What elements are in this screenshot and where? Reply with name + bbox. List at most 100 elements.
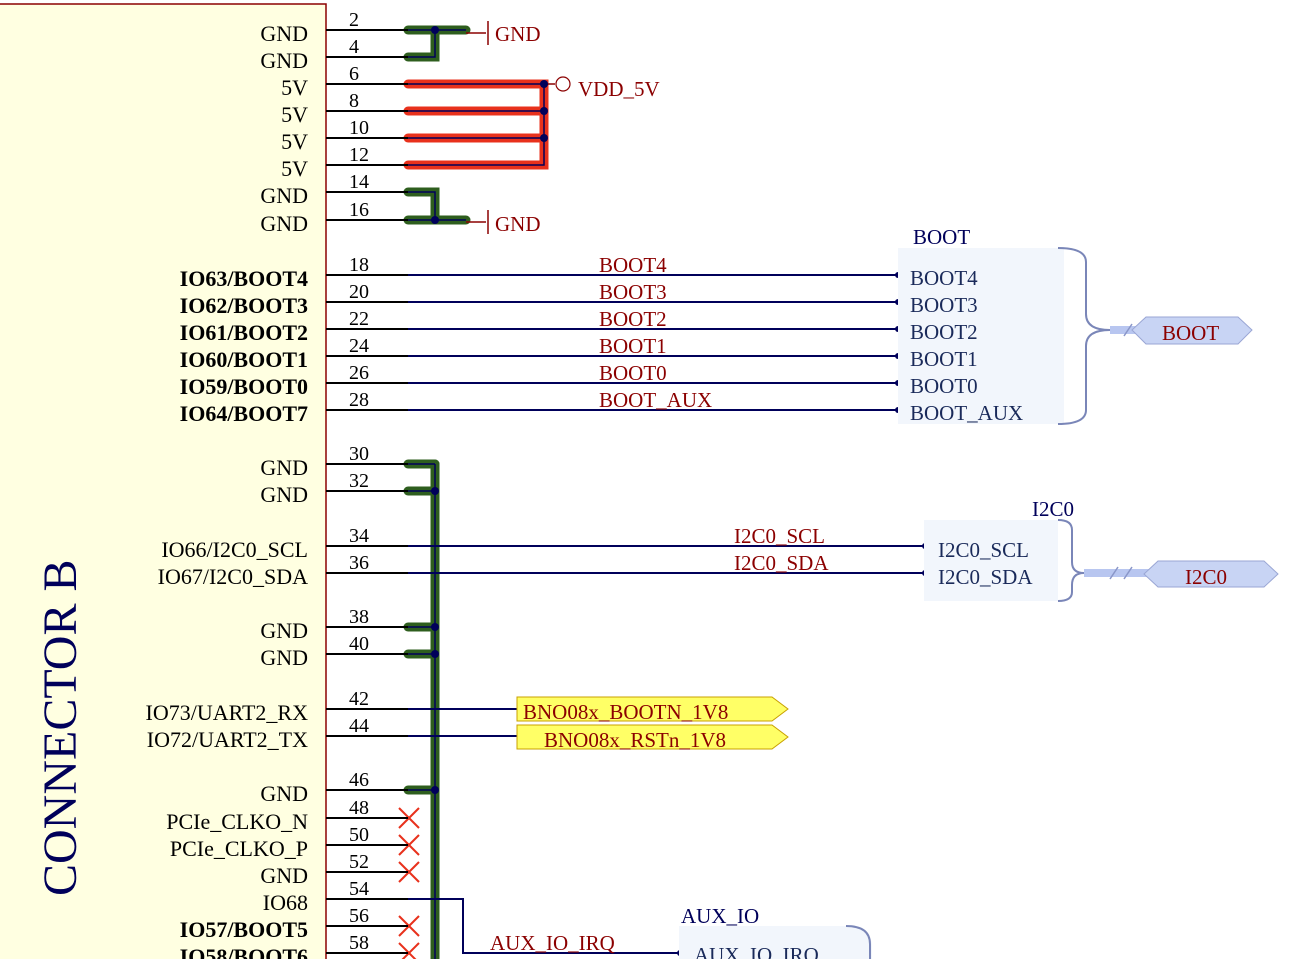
boot-bus-box[interactable] (898, 248, 1064, 424)
boot-net-label: BOOT4 (599, 253, 667, 277)
junction (540, 134, 548, 142)
connector-pin[interactable]: 10 5V (281, 117, 408, 154)
pin-number: 24 (349, 335, 369, 357)
boot-bus-entry: BOOT1 (910, 347, 978, 371)
i2c-port[interactable] (1143, 560, 1279, 588)
pin-number: 34 (349, 525, 369, 547)
pin-number: 10 (349, 117, 369, 139)
pin-name: IO68 (263, 890, 308, 915)
junction (431, 216, 439, 224)
power-wire-5v[interactable] (403, 79, 549, 170)
junction (540, 107, 548, 115)
i2c-net-wires[interactable] (408, 545, 925, 574)
boot-bus-entry: BOOT4 (910, 266, 978, 290)
pin-number: 48 (349, 797, 369, 819)
pin-number: 36 (349, 552, 369, 574)
i2c-bus-box[interactable] (924, 520, 1058, 601)
pin-number: 30 (349, 443, 369, 465)
pin-number: 56 (349, 905, 369, 927)
uart-net-wires[interactable] (408, 708, 517, 737)
pin-number: 58 (349, 932, 369, 954)
uart-port-label: BNO08x_BOOTN_1V8 (523, 700, 728, 724)
pin-name: GND (260, 455, 308, 480)
connector-body[interactable] (0, 3, 327, 959)
aux-bus-box[interactable] (679, 926, 872, 959)
aux-net-wire[interactable] (408, 898, 680, 954)
pin-number: 26 (349, 362, 369, 384)
gnd-wire-top[interactable] (403, 25, 471, 62)
pin-number: 38 (349, 606, 369, 628)
pin-name: PCIe_CLKO_N (166, 809, 308, 834)
boot-net-label: BOOT1 (599, 334, 667, 358)
pin-number: 46 (349, 769, 369, 791)
gnd-rail[interactable] (403, 459, 440, 959)
connector-pin[interactable]: 65V (281, 63, 408, 100)
pin-name: 5V (281, 129, 308, 154)
boot-net-label: BOOT_AUX (599, 388, 712, 412)
i2c-net-label: I2C0_SDA (734, 551, 829, 575)
pin-number: 32 (349, 470, 369, 492)
boot-port[interactable] (1131, 316, 1253, 345)
connector-pin[interactable]: 85V (281, 90, 408, 127)
pin-name: IO63/BOOT4 (180, 266, 308, 291)
boot-bus-entry: BOOT2 (910, 320, 978, 344)
pin-name: IO62/BOOT3 (180, 293, 308, 318)
pin-name: IO57/BOOT5 (180, 917, 308, 942)
i2c-bus-entry: I2C0_SCL (938, 538, 1029, 562)
pin-number: 20 (349, 281, 369, 303)
pin-name: IO58/BOOT6 (180, 944, 308, 959)
pin-name: IO60/BOOT1 (180, 347, 308, 372)
boot-bus-entry: BOOT_AUX (910, 401, 1023, 425)
uart-port-bootn[interactable] (516, 696, 789, 722)
boot-bus-entry: BOOT3 (910, 293, 978, 317)
pin-name: 5V (281, 102, 308, 127)
gnd-label-top: GND (495, 22, 541, 46)
uart-port-rstn[interactable] (516, 724, 789, 750)
i2c-bus-title: I2C0 (1032, 497, 1074, 521)
pin-name: PCIe_CLKO_P (170, 836, 308, 861)
pin-name: GND (260, 781, 308, 806)
boot-net-wires[interactable] (408, 274, 898, 411)
boot-net-label: BOOT3 (599, 280, 667, 304)
i2c-bus-entry: I2C0_SDA (938, 565, 1033, 589)
gnd-wire-mid[interactable] (403, 187, 471, 225)
pin-name: IO61/BOOT2 (180, 320, 308, 345)
junction (540, 80, 548, 88)
pin-number: 16 (349, 199, 369, 221)
pin-number: 2 (349, 9, 359, 31)
pin-name: 5V (281, 156, 308, 181)
no-connect-markers (398, 807, 420, 959)
pin-name: GND (260, 645, 308, 670)
pin-number: 4 (349, 36, 359, 58)
junction (431, 26, 439, 34)
pin-number: 44 (349, 715, 369, 737)
aux-bus-brace (845, 925, 871, 959)
